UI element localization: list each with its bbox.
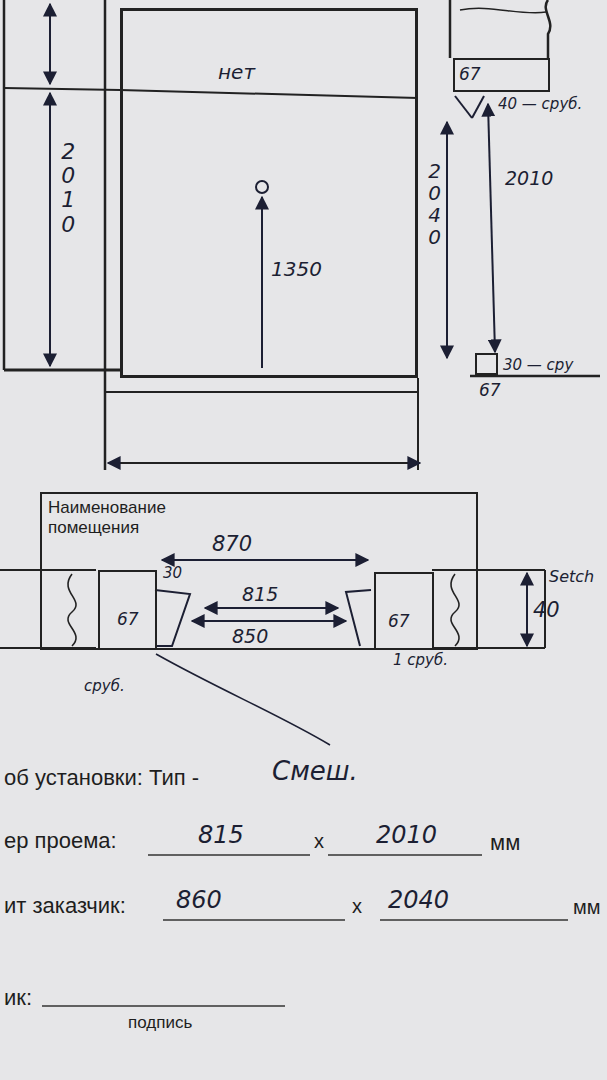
frame-line [417,378,419,470]
dimension-text: 67 [479,381,501,401]
floor-line [4,369,120,372]
panel-line [4,88,120,90]
form-value: 815 [198,822,244,850]
leader-line [455,96,472,118]
dimension-text: 2010 [505,168,553,190]
form-underline [328,854,482,856]
handle-dimension [261,197,263,368]
frame-line [104,0,107,470]
floor-line [470,375,600,378]
form-value: 2040 [388,887,449,915]
casing-trim [155,590,190,646]
form-text: ик: [4,985,32,1010]
wall-line [460,8,546,13]
dimension-text: 850 [232,626,268,648]
leader-line [472,96,484,118]
note-text: 1 сруб. [393,652,448,669]
frame-section: 67 [374,572,434,650]
dimension-text: 67 [388,612,410,632]
leader-line [156,654,330,745]
frame-line [3,0,6,370]
frame-section: 67 [98,570,157,650]
dimension-text: 67 [117,610,139,630]
handle-mark [256,181,268,193]
form-underline [163,919,345,921]
door-leaf: нет 1350 [120,8,418,378]
form-text: x [352,895,362,918]
height-dimension [49,93,51,366]
threshold-profile: 67 [475,353,498,375]
wall-line [0,569,96,571]
sill-line [105,391,418,393]
note-text: нет [218,61,255,84]
frame-profile: 67 [453,58,550,92]
width-dimension [108,462,420,464]
note-text: сруб. [84,678,125,695]
dimension-text: 30 [163,565,182,582]
width-dimension [162,559,368,561]
form-text: x [314,830,324,853]
wall-break [68,574,76,646]
dimension-text: 67 [459,65,481,85]
height-dimension [49,4,51,84]
wall-break [451,574,459,646]
form-text: мм [490,830,520,855]
dimension-text: 30 — сру [503,357,573,374]
casing-trim [346,590,371,646]
dimension-text: 1350 [271,258,322,281]
form-heading: Наименование помещения [48,498,198,537]
depth-dimension [526,573,528,646]
form-value: Смеш. [272,757,358,787]
note-text: Setch [549,568,594,586]
form-underline [380,919,568,921]
wall-break [546,0,551,58]
dimension-text: 2010 [60,140,77,237]
form-underline [148,854,310,856]
form-underline [42,1005,285,1007]
dimension-text: 2040 [427,160,442,248]
form-text: мм [573,896,601,919]
form-caption: подпись [128,1013,192,1033]
dimension-text: 870 [212,532,252,556]
height-dimension [488,104,495,352]
form-text: ит заказчик: [4,893,126,918]
height-dimension [446,122,448,358]
form-value: 860 [176,887,222,915]
form-value: 2010 [376,822,437,850]
width-dimension [205,607,338,609]
dimension-text: 40 — сруб. [498,96,582,113]
dimension-text: 40 [533,598,560,622]
dimension-text: 815 [242,584,278,606]
panel-line [120,90,418,98]
form-text: об установки: Тип - [4,765,199,790]
width-dimension [192,620,346,622]
wall-line [449,0,452,58]
wall-line [432,569,545,571]
form-text: ер проема: [4,828,117,853]
